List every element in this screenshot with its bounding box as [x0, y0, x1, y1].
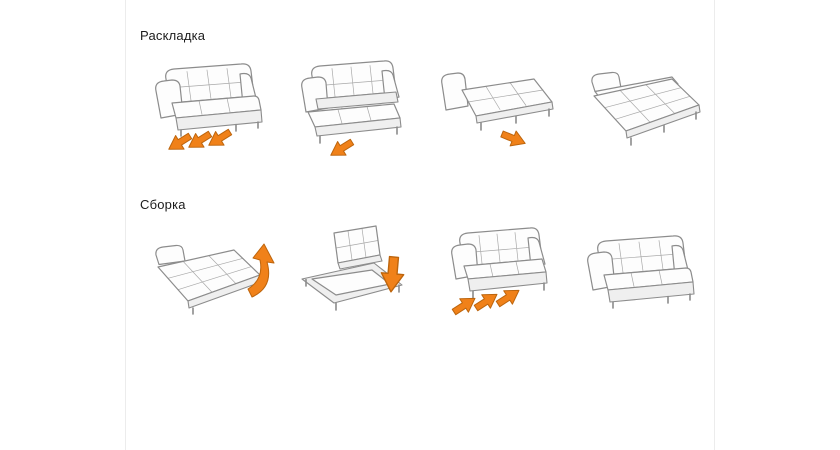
unfold-arrow-icon [498, 126, 529, 152]
step-figure-fold-1 [136, 214, 276, 332]
steps-row-fold [136, 214, 706, 332]
lift-up-curved-arrow-icon [247, 243, 275, 298]
step-figure-fold-4 [568, 214, 708, 332]
bed-lift-illustration [155, 243, 275, 315]
step-figure-unfold-1 [136, 45, 276, 163]
frame-fold-illustration [301, 225, 406, 311]
section-unfold: Раскладка [136, 28, 706, 163]
steps-row-unfold [136, 45, 706, 163]
sofa-closed-illustration [155, 63, 263, 157]
section-fold: Сборка [136, 197, 706, 332]
sofa-unfolding-illustration [441, 72, 554, 152]
sofa-pulled-illustration [301, 60, 402, 160]
section-unfold-title: Раскладка [140, 28, 206, 43]
pull-out-arrows-icon [164, 124, 235, 157]
step-figure-unfold-2 [280, 45, 420, 163]
sofa-assembled-illustration [587, 235, 695, 309]
step-figure-fold-2 [280, 214, 420, 332]
step-figure-fold-3 [424, 214, 564, 332]
bed-unfolded-illustration [591, 71, 701, 146]
sofa-push-in-illustration [449, 227, 548, 320]
section-fold-title: Сборка [140, 197, 186, 212]
pull-out-arrow-icon [326, 134, 357, 160]
diagram-content: Раскладка [125, 0, 715, 450]
step-figure-unfold-4 [568, 45, 708, 163]
step-figure-unfold-3 [424, 45, 564, 163]
